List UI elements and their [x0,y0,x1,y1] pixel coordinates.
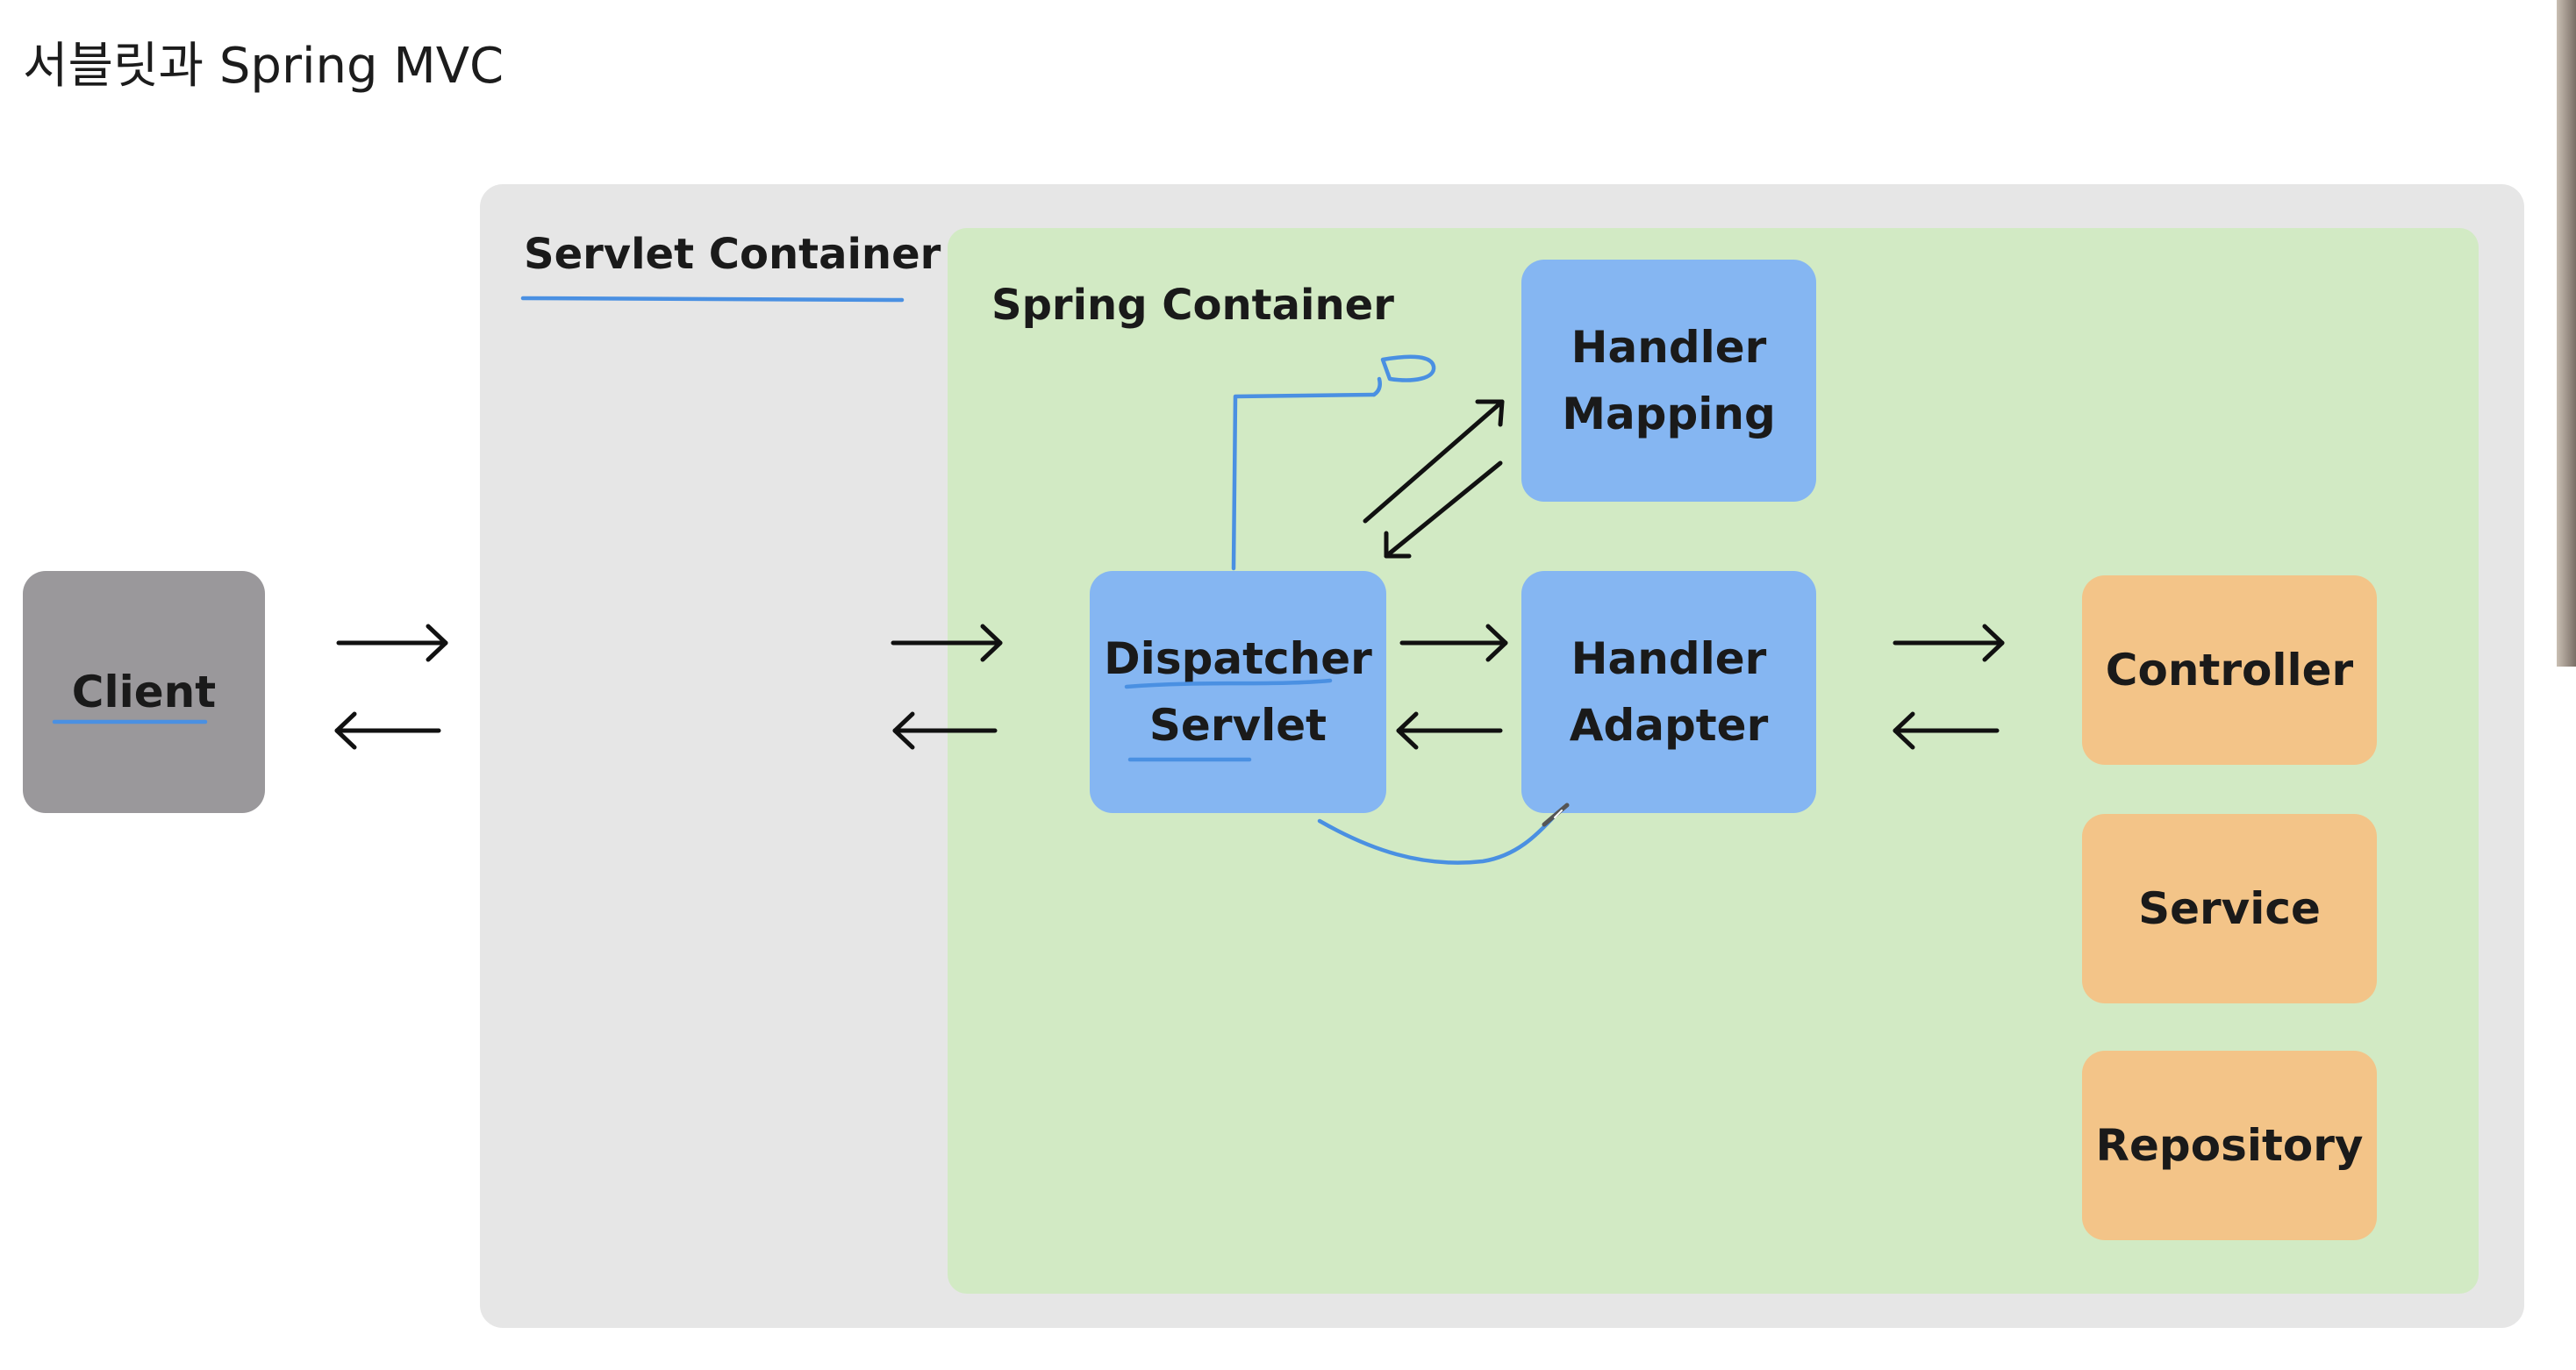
repository-label: Repository [2095,1120,2364,1171]
spring-container-label: Spring Container [991,281,1394,330]
page-title: 서블릿과 Spring MVC [23,38,504,95]
service-label: Service [2138,883,2321,934]
arrowhead-client-to-servlet [426,624,448,662]
handler-mapping-label-line1: Handler [1571,322,1767,373]
dispatcher-servlet-label-line2: Servlet [1148,700,1327,751]
controller-box: Controller [2082,575,2377,765]
arrowhead-servlet-to-client [334,711,357,750]
video-edge-strip [2557,0,2576,667]
handler-adapter-box: Handler Adapter [1521,571,1816,813]
controller-label: Controller [2105,645,2354,696]
handler-mapping-label-line2: Mapping [1562,389,1776,439]
service-box: Service [2082,814,2377,1003]
handler-adapter-label-line1: Handler [1571,633,1767,684]
handler-adapter-label-line2: Adapter [1569,700,1769,751]
dispatcher-servlet-box: Dispatcher Servlet [1090,571,1386,813]
handler-mapping-box: Handler Mapping [1521,260,1816,502]
client-label: Client [71,667,217,717]
client-box: Client [23,571,265,813]
repository-box: Repository [2082,1051,2377,1240]
servlet-container-label: Servlet Container [524,230,941,279]
dispatcher-servlet-label-line1: Dispatcher [1104,633,1372,684]
